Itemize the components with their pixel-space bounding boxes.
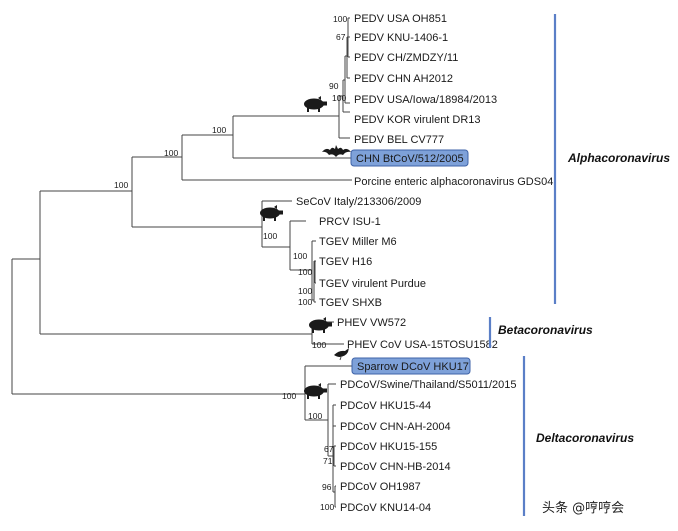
bootstrap-value: 100 (320, 502, 334, 512)
bootstrap-value: 100 (298, 267, 312, 277)
taxon-label: PEDV CHN AH2012 (354, 73, 453, 85)
highlight-box-btcov (350, 149, 469, 167)
bootstrap-value: 100 (212, 125, 226, 135)
taxon-label: TGEV Miller M6 (319, 236, 397, 248)
taxon-label: TGEV SHXB (319, 297, 382, 309)
taxon-labels: PEDV USA OH851 PEDV KNU-1406-1 PEDV CH/Z… (296, 13, 553, 514)
bat-icon (322, 145, 351, 157)
bootstrap-value: 100 (263, 231, 277, 241)
pig-icon (304, 383, 327, 399)
bootstrap-value: 90 (329, 81, 339, 91)
clade-label-alphacoronavirus: Alphacoronavirus (567, 151, 670, 165)
tree-branches (11, 17, 352, 508)
bootstrap-value: 100 (282, 391, 296, 401)
taxon-label-highlighted: Sparrow DCoV HKU17 (357, 361, 469, 373)
taxon-label: PHEV CoV USA-15TOSU1582 (347, 339, 498, 351)
bootstrap-value: 100 (164, 148, 178, 158)
taxon-label: PRCV ISU-1 (319, 216, 381, 228)
taxon-label: PDCoV OH1987 (340, 481, 421, 493)
taxon-label: TGEV virulent Purdue (319, 278, 426, 290)
bird-icon (334, 348, 349, 361)
taxon-label: PEDV BEL CV777 (354, 134, 444, 146)
taxon-label: PDCoV KNU14-04 (340, 502, 431, 514)
bootstrap-value: 71 (323, 456, 333, 466)
pig-icon (309, 317, 332, 333)
bootstrap-value: 100 (332, 93, 346, 103)
taxon-label: PEDV CH/ZMDZY/11 (354, 52, 458, 64)
bootstrap-value: 100 (308, 411, 322, 421)
bootstrap-value: 100 (333, 14, 347, 24)
taxon-label: PEDV KNU-1406-1 (354, 32, 448, 44)
pig-icon (260, 205, 283, 221)
highlight-box-sparrow (351, 357, 471, 375)
taxon-label: PEDV USA OH851 (354, 13, 447, 25)
bootstrap-value: 100 (298, 286, 312, 296)
taxon-label: Porcine enteric alphacoronavirus GDS04 (354, 176, 553, 188)
taxon-label: SeCoV Italy/213306/2009 (296, 196, 421, 208)
bootstrap-value: 100 (114, 180, 128, 190)
bootstrap-value: 100 (298, 297, 312, 307)
taxon-label: PDCoV/Swine/Thailand/S5011/2015 (340, 379, 517, 391)
taxon-label: TGEV H16 (319, 256, 372, 268)
taxon-label: PEDV USA/Iowa/18984/2013 (354, 94, 497, 106)
clade-label-betacoronavirus: Betacoronavirus (498, 323, 593, 337)
bootstrap-value: 67 (324, 444, 334, 454)
clade-label-deltacoronavirus: Deltacoronavirus (536, 431, 634, 445)
bootstrap-values: 100 67 90 100 100 100 100 100 100 100 10… (114, 14, 347, 512)
taxon-label: PHEV VW572 (337, 317, 406, 329)
bootstrap-value: 67 (336, 32, 346, 42)
taxon-label-highlighted: CHN BtCoV/512/2005 (356, 153, 464, 165)
taxon-label: PEDV KOR virulent DR13 (354, 114, 481, 126)
taxon-label: PDCoV HKU15-44 (340, 400, 431, 412)
bootstrap-value: 100 (293, 251, 307, 261)
taxon-label: PDCoV CHN-AH-2004 (340, 421, 451, 433)
pig-icon (304, 96, 327, 112)
bootstrap-value: 96 (322, 482, 332, 492)
watermark-text: 头条 @哼哼会 (542, 500, 624, 516)
taxon-label: PDCoV HKU15-155 (340, 441, 437, 453)
bootstrap-value: 100 (312, 340, 326, 350)
taxon-label: PDCoV CHN-HB-2014 (340, 461, 451, 473)
